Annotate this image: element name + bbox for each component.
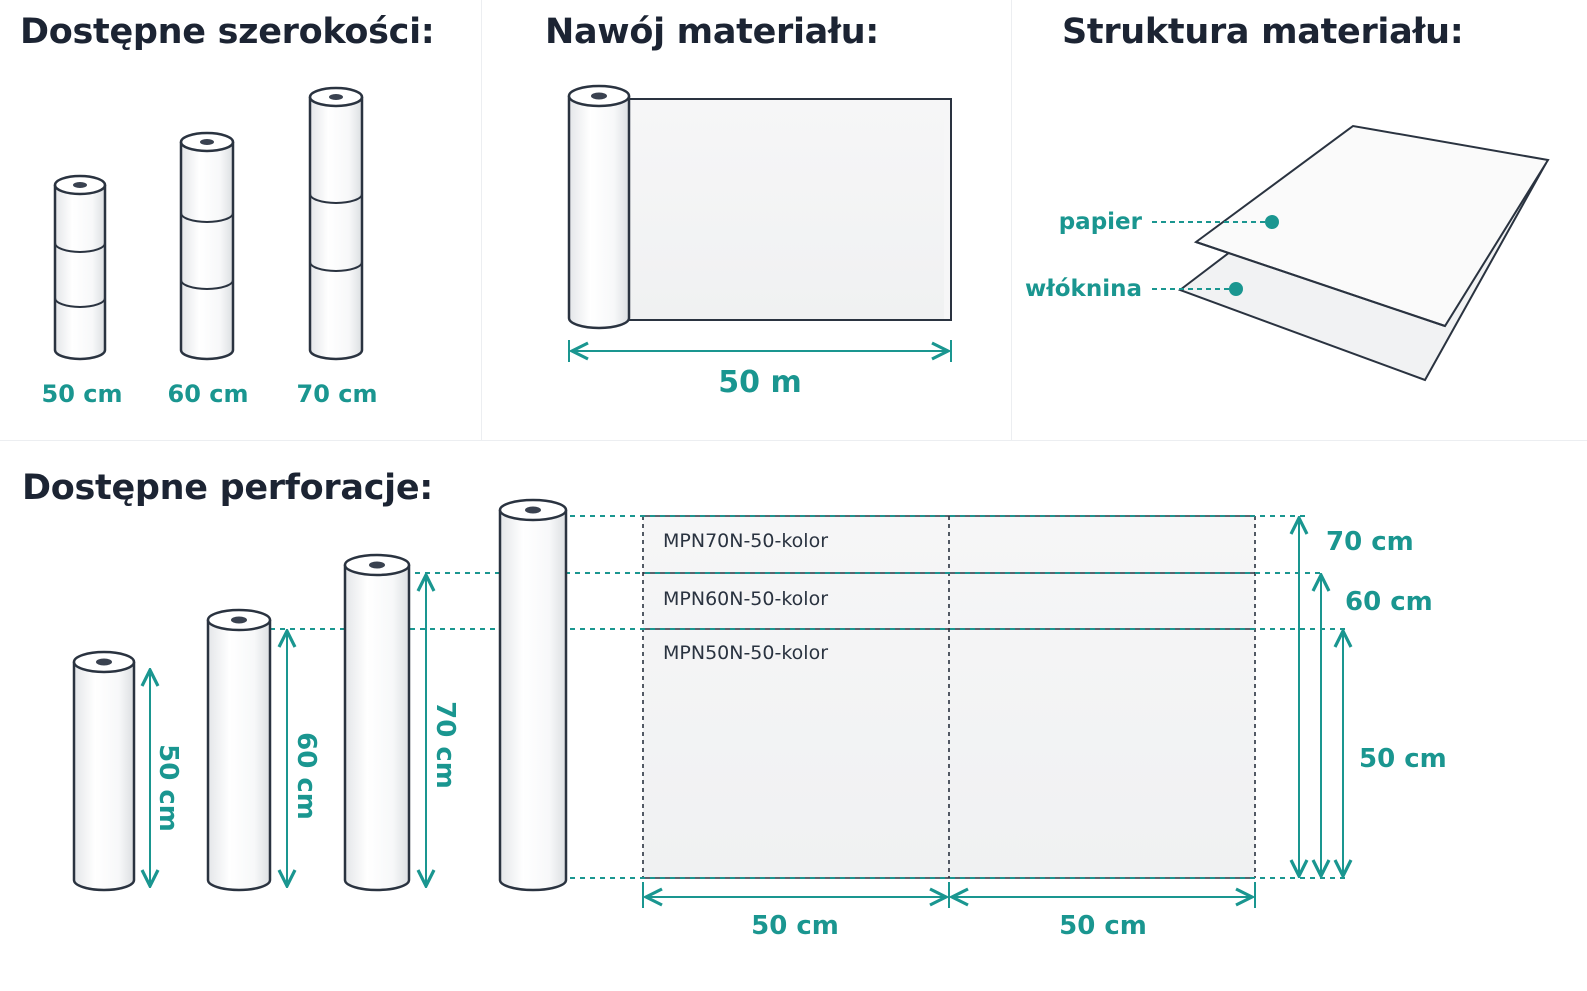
perf-roll-60cm: [206, 608, 272, 892]
unrolled-roll: [567, 84, 952, 330]
width-label-50cm: 50 cm: [1359, 744, 1447, 774]
width-label-50: 50 cm: [42, 380, 123, 408]
perforation-sheet: [642, 515, 1256, 879]
length-label: 50 m: [718, 365, 801, 400]
roll-height-label-50: 50 cm: [153, 744, 183, 832]
divider: [481, 0, 482, 440]
layer-callout-nonwoven: [1152, 282, 1243, 296]
perf-roll-70cm: [343, 553, 411, 892]
segment-arrows: [642, 882, 1256, 908]
width-label-60: 60 cm: [168, 380, 249, 408]
width-label-60cm: 60 cm: [1345, 587, 1433, 617]
perf-roll-master: [498, 498, 568, 892]
roll-height-label-60: 60 cm: [291, 732, 321, 820]
width-label-70cm: 70 cm: [1326, 527, 1414, 557]
product-code-70: MPN70N-50-kolor: [663, 530, 828, 552]
perf-roll-50cm: [72, 650, 136, 892]
segment-label-1: 50 cm: [751, 911, 839, 941]
layer-label-paper: papier: [1059, 209, 1143, 235]
roll-height-arrows: [150, 575, 426, 886]
roll-50cm: [53, 174, 107, 361]
perforations-title: Dostępne perforacje:: [22, 468, 433, 508]
divider: [0, 440, 1587, 441]
length-dimension: [568, 340, 952, 362]
divider: [1011, 0, 1012, 440]
structure-title: Struktura materiału:: [1062, 12, 1464, 52]
layer-callout-paper: [1152, 215, 1279, 229]
roll-height-label-70: 70 cm: [430, 701, 460, 789]
widths-title: Dostępne szerokości:: [20, 12, 435, 52]
roll-title: Nawój materiału:: [545, 12, 880, 52]
roll-70cm: [308, 86, 364, 361]
segment-label-2: 50 cm: [1059, 911, 1147, 941]
roll-60cm: [179, 131, 235, 361]
width-arrows: [1299, 518, 1343, 876]
layer-label-nonwoven: włóknina: [1025, 276, 1142, 302]
material-layers: [1177, 124, 1550, 382]
product-code-60: MPN60N-50-kolor: [663, 588, 828, 610]
width-label-70: 70 cm: [297, 380, 378, 408]
product-code-50: MPN50N-50-kolor: [663, 642, 828, 664]
